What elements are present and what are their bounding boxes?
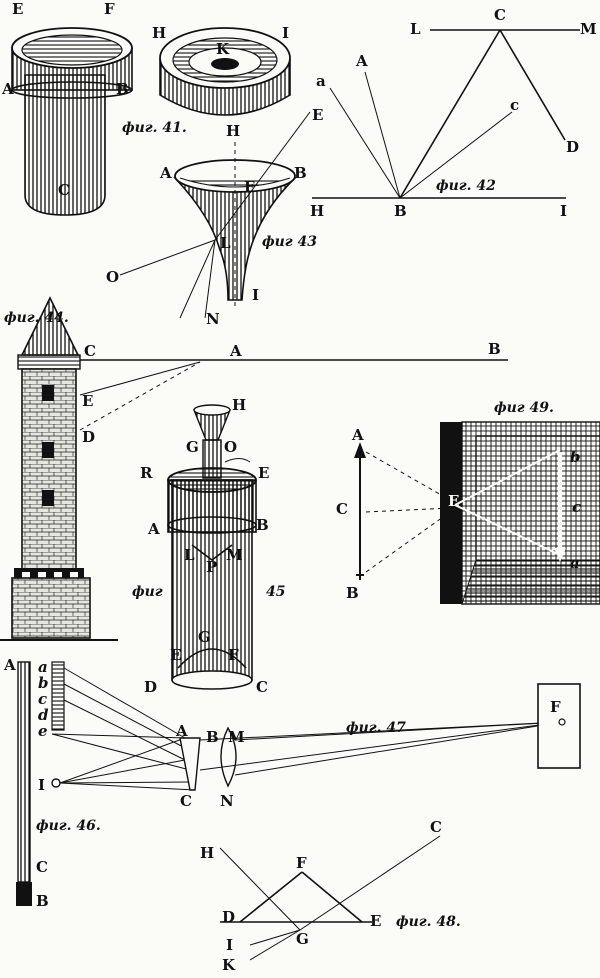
fig47-rays	[51, 667, 581, 791]
fig44-label-A: A	[229, 342, 242, 360]
fig42-label-c: c	[510, 96, 519, 114]
fig46-label-A: A	[3, 656, 16, 674]
fig49-label-E: E	[448, 492, 459, 510]
fig43-label-N: N	[206, 310, 220, 328]
fig41-label-F: F	[104, 0, 115, 18]
fig44-label-D: D	[82, 428, 95, 446]
fig41-label-K: K	[216, 40, 230, 58]
fig42-label-C: C	[494, 6, 506, 24]
fig45-label-A: A	[147, 520, 160, 538]
fig48-label-F: F	[296, 854, 307, 872]
fig49-label-b: b	[570, 448, 581, 466]
fig45-label-L: L	[184, 546, 195, 564]
fig43-label-O: O	[106, 268, 119, 286]
fig47-label-M: M	[228, 728, 245, 746]
fig43-label-L: L	[220, 234, 231, 252]
fig47-label-B: B	[206, 728, 219, 746]
fig42-label-B: B	[394, 202, 407, 220]
fig45-caption-right: 45	[266, 584, 285, 600]
fig46-mark-a: a	[38, 658, 48, 676]
fig48-diagram	[219, 835, 441, 961]
fig46-mark-c: c	[38, 690, 47, 708]
fig46-mark-e: e	[38, 722, 48, 740]
fig41-label-C: C	[58, 181, 70, 199]
fig45-label-M: M	[226, 546, 243, 564]
fig46-mark-d: d	[38, 706, 49, 724]
fig43-label-I: I	[252, 286, 259, 304]
fig45-label-O: O	[224, 438, 237, 456]
fig48-label-K: K	[222, 956, 236, 974]
fig45-label-G2: G	[198, 628, 211, 646]
fig45-label-R: R	[140, 464, 153, 482]
fig48-label-I: I	[226, 936, 233, 954]
fig47-caption: фиг. 47	[346, 720, 406, 736]
fig44-caption: фиг. 44.	[4, 310, 69, 326]
fig45-label-E2: E	[170, 646, 181, 664]
fig41-label-B: B	[116, 80, 129, 98]
fig46-label-C: C	[36, 858, 48, 876]
fig49-label-C: C	[336, 500, 348, 518]
fig43-label-E: E	[312, 106, 323, 124]
fig44-label-E: E	[82, 392, 93, 410]
fig41-label-H: H	[152, 24, 166, 42]
fig48-label-C: C	[430, 818, 442, 836]
fig49-camera-box	[354, 421, 600, 605]
fig42-label-A: A	[355, 52, 368, 70]
fig45-label-H: H	[232, 396, 246, 414]
fig42-label-D: D	[566, 138, 579, 156]
fig49-label-B: B	[346, 584, 359, 602]
fig45-caption-left: фиг	[132, 584, 163, 600]
fig42-label-a: a	[316, 72, 326, 90]
fig45-label-F: F	[228, 646, 239, 664]
fig43-label-B: B	[294, 164, 307, 182]
fig43-caption: фиг 43	[262, 234, 317, 250]
fig48-label-G: G	[296, 930, 309, 948]
fig42-label-I: I	[560, 202, 567, 220]
fig44-label-B: B	[488, 340, 501, 358]
fig42-label-M: M	[580, 20, 597, 38]
fig45-label-C: C	[256, 678, 268, 696]
fig46-label-I: I	[38, 776, 45, 794]
fig42-diagram	[312, 29, 580, 199]
fig45-label-D: D	[144, 678, 157, 696]
fig43-label-F: F	[244, 178, 255, 196]
fig45-label-P: P	[206, 558, 217, 576]
fig47-label-F: F	[550, 698, 561, 716]
fig47-label-N: N	[220, 792, 234, 810]
fig46-label-B: B	[36, 892, 49, 910]
fig42-caption: фиг. 42	[436, 178, 496, 194]
fig42-label-H: H	[310, 202, 324, 220]
fig45-cylinder	[167, 404, 257, 690]
fig46-rod	[16, 661, 65, 906]
fig44-tower	[0, 296, 508, 641]
fig42-label-L: L	[410, 20, 421, 38]
fig46-mark-b: b	[38, 674, 49, 692]
fig48-label-D: D	[222, 908, 235, 926]
fig47-label-A: A	[175, 722, 188, 740]
fig49-label-A: A	[351, 426, 364, 444]
fig45-label-B: B	[256, 516, 269, 534]
fig49-label-c: c	[572, 498, 581, 516]
fig41-ring	[159, 27, 291, 116]
fig47-label-C: C	[180, 792, 192, 810]
fig45-label-E: E	[258, 464, 269, 482]
fig46-caption: фиг. 46.	[36, 818, 101, 834]
fig48-label-H: H	[200, 844, 214, 862]
fig49-caption: фиг 49.	[494, 400, 554, 416]
fig45-label-G: G	[186, 438, 199, 456]
fig41-cup-vessel	[11, 27, 133, 216]
fig41-caption: фиг. 41.	[122, 120, 187, 136]
fig48-caption: фиг. 48.	[396, 914, 461, 930]
fig43-funnel	[119, 111, 311, 319]
fig44-label-C: C	[84, 342, 96, 360]
fig41-label-I: I	[282, 24, 289, 42]
fig43-label-H: H	[226, 122, 240, 140]
fig41-label-A: A	[1, 80, 14, 98]
fig43-label-A: A	[159, 164, 172, 182]
fig49-label-a: a	[570, 554, 580, 572]
fig41-label-E: E	[12, 0, 23, 18]
fig48-label-E: E	[370, 912, 381, 930]
